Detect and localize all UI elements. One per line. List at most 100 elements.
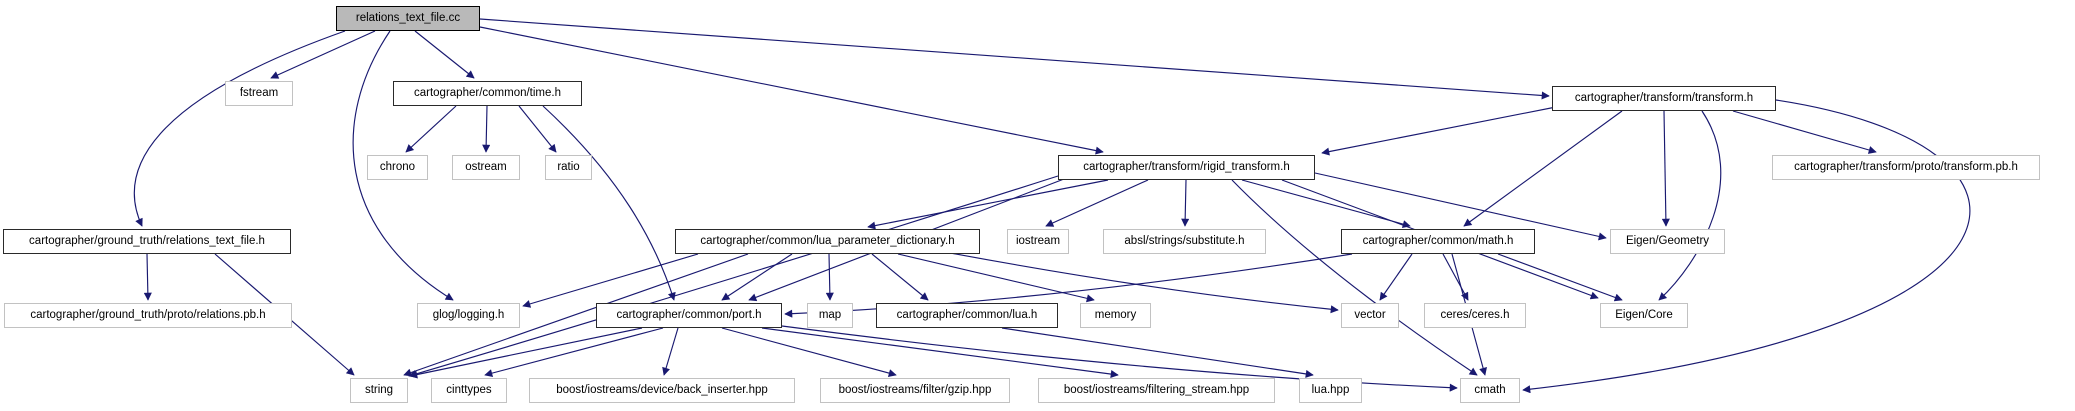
graph-node-label: cartographer/common/port.h [616, 308, 762, 321]
edge-cc-to-time_h [414, 30, 475, 79]
graph-node-relations_h[interactable]: cartographer/ground_truth/relations_text… [3, 229, 291, 254]
edge-cc-to-rigid_h [479, 26, 1104, 155]
edge-port_h-to-back_inserter [662, 327, 679, 376]
edge-lua_h-to-lua_hpp [1001, 327, 1314, 378]
edge-rigid_h-to-lua_param [867, 179, 1109, 230]
graph-node-eigen_core: Eigen/Core [1600, 303, 1688, 328]
graph-node-vector: vector [1341, 303, 1399, 328]
edge-cc-to-relations_h [133, 30, 346, 227]
graph-node-label: cartographer/ground_truth/proto/relation… [30, 308, 266, 321]
graph-node-cc[interactable]: relations_text_file.cc [336, 6, 480, 31]
edge-rigid_h-to-absl [1181, 179, 1190, 227]
edge-transform_h-to-transform_pb [1732, 110, 1877, 154]
graph-node-label: vector [1354, 308, 1386, 321]
edge-transform_h-to-math_h [1463, 110, 1623, 227]
edge-port_h-to-gzip [721, 327, 897, 377]
edge-time_h-to-ostream [482, 105, 491, 153]
edge-math_h-to-eigen_core [1497, 253, 1623, 302]
graph-node-label: boost/iostreams/filtering_stream.hpp [1063, 383, 1250, 396]
graph-node-label: cartographer/transform/proto/transform.p… [1794, 160, 2018, 173]
edge-rigid_h-to-math_h [1241, 179, 1411, 228]
edge-lua_param-to-vector [944, 251, 1339, 314]
graph-node-label: lua.hpp [1311, 383, 1350, 396]
graph-node-map: map [807, 303, 853, 328]
graph-node-back_inserter: boost/iostreams/device/back_inserter.hpp [529, 378, 795, 403]
edge-time_h-to-chrono [405, 105, 457, 153]
edge-port_h-to-filtering [761, 327, 1119, 379]
edge-lua_param-to-glog [522, 253, 699, 308]
graph-node-label: iostream [1015, 234, 1061, 247]
graph-node-label: ceres/ceres.h [1440, 308, 1510, 321]
edge-time_h-to-ratio [518, 105, 557, 153]
graph-node-label: cartographer/transform/rigid_transform.h [1083, 160, 1290, 173]
edge-rigid_h-to-iostream [1045, 179, 1149, 227]
graph-node-transform_h[interactable]: cartographer/transform/transform.h [1552, 86, 1776, 111]
graph-node-memory: memory [1080, 303, 1151, 328]
graph-node-gzip: boost/iostreams/filter/gzip.hpp [820, 378, 1010, 403]
graph-node-label: map [818, 308, 842, 321]
graph-node-cmath: cmath [1460, 378, 1520, 403]
graph-node-chrono: chrono [367, 155, 428, 180]
graph-node-time_h[interactable]: cartographer/common/time.h [393, 81, 582, 106]
graph-node-absl: absl/strings/substitute.h [1103, 229, 1266, 254]
edge-rigid_h-to-cmath [1231, 179, 1478, 376]
graph-node-math_h[interactable]: cartographer/common/math.h [1341, 229, 1535, 254]
edge-cc-to-glog [352, 30, 454, 301]
graph-node-label: ostream [465, 160, 507, 173]
edge-time_h-to-port_h [542, 105, 676, 301]
graph-node-label: cartographer/ground_truth/relations_text… [29, 234, 265, 247]
graph-node-iostream: iostream [1007, 229, 1069, 254]
graph-node-string: string [350, 378, 408, 403]
graph-node-label: chrono [379, 160, 416, 173]
graph-node-label: cartographer/common/lua.h [896, 308, 1038, 321]
edge-lua_param-to-memory [897, 253, 1095, 303]
graph-node-cinttypes: cinttypes [431, 378, 507, 403]
edge-lua_param-to-string [403, 253, 749, 377]
graph-node-ratio: ratio [545, 155, 592, 180]
graph-node-eigen_geom: Eigen/Geometry [1610, 229, 1725, 254]
edge-lua_param-to-port_h [721, 253, 793, 301]
graph-node-lua_h[interactable]: cartographer/common/lua.h [876, 303, 1058, 328]
graph-node-lua_param[interactable]: cartographer/common/lua_parameter_dictio… [675, 229, 980, 254]
edge-lua_param-to-lua_h [871, 253, 929, 301]
edge-rigid_h-to-eigen_geom [1314, 172, 1607, 241]
graph-node-port_h[interactable]: cartographer/common/port.h [596, 303, 782, 328]
edges-group [133, 18, 1971, 394]
graph-node-label: relations_text_file.cc [355, 11, 461, 24]
graph-node-label: cmath [1474, 383, 1506, 396]
edge-transform_h-to-rigid_h [1321, 106, 1557, 156]
edge-cc-to-fstream [270, 30, 376, 79]
graph-node-label: memory [1094, 308, 1137, 321]
edge-cc-to-transform_h [479, 18, 1550, 100]
edge-port_h-to-cinttypes [484, 327, 664, 378]
graph-node-lua_hpp: lua.hpp [1299, 378, 1362, 403]
graph-node-label: fstream [239, 86, 279, 99]
edge-transform_h-to-eigen_core [1658, 110, 1722, 301]
graph-node-fstream: fstream [225, 81, 293, 106]
graph-node-label: cinttypes [446, 383, 492, 396]
edge-transform_h-to-cmath [1522, 99, 1971, 394]
graph-node-label: cartographer/common/math.h [1362, 234, 1514, 247]
graph-node-filtering: boost/iostreams/filtering_stream.hpp [1038, 378, 1275, 403]
edge-relations_h-to-relations_pb [143, 253, 152, 301]
graph-node-label: cartographer/common/lua_parameter_dictio… [700, 234, 955, 247]
graph-node-transform_pb: cartographer/transform/proto/transform.p… [1772, 155, 2040, 180]
graph-node-label: Eigen/Core [1615, 308, 1673, 321]
graph-node-label: cartographer/transform/transform.h [1574, 91, 1754, 104]
graph-node-rigid_h[interactable]: cartographer/transform/rigid_transform.h [1058, 155, 1315, 180]
edge-lua_param-to-map [825, 253, 834, 301]
edge-transform_h-to-eigen_geom [1661, 110, 1670, 227]
edge-port_h-to-cmath [781, 325, 1458, 392]
edge-rigid_h-to-string [408, 175, 1059, 378]
graph-node-ostream: ostream [452, 155, 520, 180]
graph-node-label: boost/iostreams/device/back_inserter.hpp [556, 383, 768, 396]
edge-math_h-to-vector [1379, 253, 1413, 301]
graph-node-label: boost/iostreams/filter/gzip.hpp [838, 383, 992, 396]
graph-node-relations_pb: cartographer/ground_truth/proto/relation… [4, 303, 292, 328]
graph-node-ceres: ceres/ceres.h [1424, 303, 1526, 328]
graph-node-glog: glog/logging.h [417, 303, 520, 328]
edge-math_h-to-ceres [1442, 253, 1469, 301]
graph-node-label: Eigen/Geometry [1625, 234, 1710, 247]
